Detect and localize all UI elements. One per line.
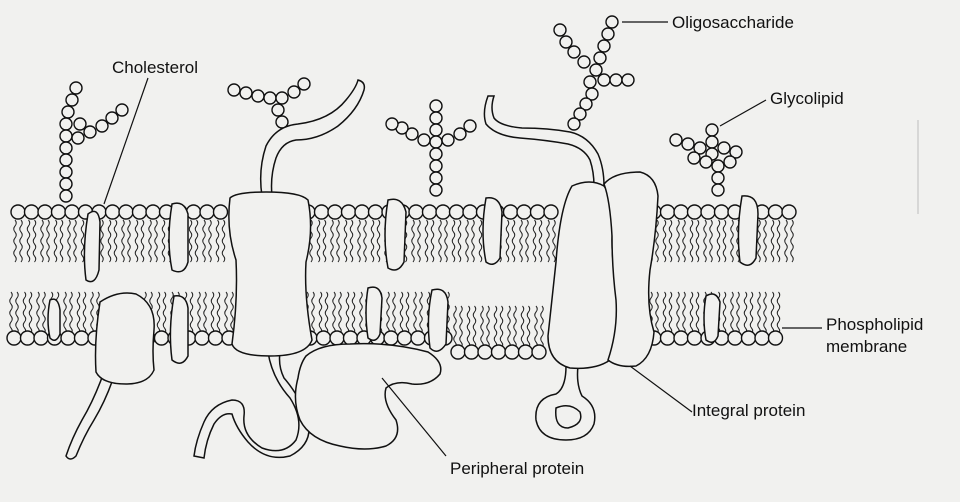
leader-lines <box>104 22 822 456</box>
label-peripheral-protein: Peripheral protein <box>450 459 584 478</box>
cholesterol-8 <box>366 287 382 340</box>
oligosaccharide-chain-1 <box>228 78 310 128</box>
cholesterol-5 <box>738 196 758 265</box>
cholesterol-9 <box>428 289 448 351</box>
label-cholesterol: Cholesterol <box>112 58 198 77</box>
label-oligosaccharide: Oligosaccharide <box>672 13 794 32</box>
glycolipid-right <box>670 124 742 196</box>
glycolipid-middle <box>386 100 476 196</box>
label-integral-protein: Integral protein <box>692 401 805 420</box>
integral-protein-1 <box>229 192 312 356</box>
protein-chain-first-bottom <box>194 352 309 458</box>
label-phospholipid: Phospholipid <box>826 315 923 334</box>
cholesterol-7 <box>170 296 188 363</box>
label-membrane: membrane <box>826 337 907 356</box>
cholesterol-4 <box>483 198 502 264</box>
cholesterol-2 <box>169 203 188 272</box>
peripheral-protein <box>295 344 440 449</box>
protein-loop-bottom <box>536 366 595 440</box>
oligosaccharide-chain-2 <box>554 16 634 130</box>
cholesterol-10 <box>704 294 720 342</box>
label-glycolipid: Glycolipid <box>770 89 844 108</box>
glycolipid-left <box>60 82 128 202</box>
integral-protein-left-lower <box>96 293 155 384</box>
protein-chain-left-tail <box>66 372 114 459</box>
cholesterol-6 <box>48 299 60 340</box>
cholesterol-1 <box>84 211 100 281</box>
cholesterol-3 <box>385 199 406 270</box>
